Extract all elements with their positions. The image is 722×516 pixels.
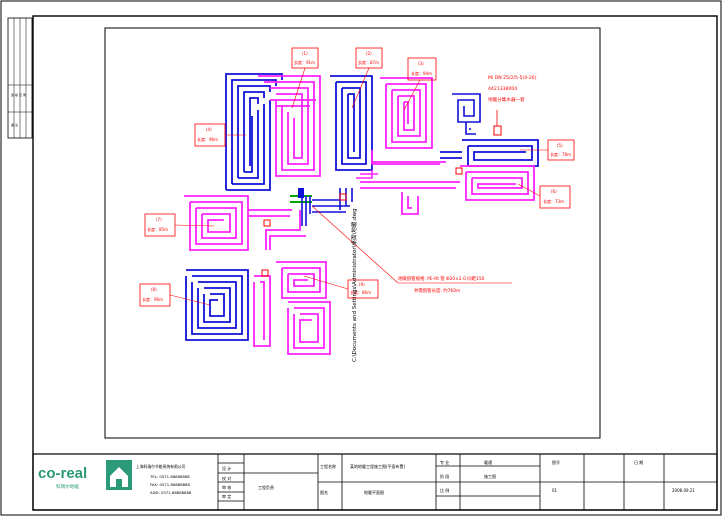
cell-pro: 专 业 bbox=[440, 459, 449, 465]
cell-project-name: 某地地暖工程施工图(平面布置) bbox=[350, 463, 406, 469]
cell-check: 校 对 bbox=[222, 475, 231, 481]
pipe-spec-2: 共需盘管长度: 约760m bbox=[414, 287, 460, 294]
heating-loop-blue-small bbox=[452, 93, 481, 135]
company-name: 上海科瑞尔节能系统有限公司 bbox=[136, 464, 186, 469]
room-5-number: (5) bbox=[557, 143, 563, 148]
manifold-code: 4421338004 bbox=[488, 86, 517, 92]
pipe-spec-notes: 地暖盘管规格: PE-Rt 管 Φ20×2.0 间距150 共需盘管长度: 约7… bbox=[398, 275, 485, 294]
room-6-number: (6) bbox=[551, 189, 557, 194]
room-9-number: (9) bbox=[359, 282, 365, 287]
heating-loop-magenta-g bbox=[184, 195, 292, 251]
company-add: ADD: 0571-88888888 bbox=[150, 490, 192, 495]
room-6-length: 长度：73m bbox=[543, 198, 564, 204]
room-9-length: 长度：86m bbox=[350, 289, 371, 295]
cell-drawing-name: 地暖平面图 bbox=[364, 489, 384, 495]
room-8-number: (8) bbox=[151, 287, 157, 292]
room-labels: (1) 长度：91m (2) 长度：87m (3) 长度：94m (4) 长度：… bbox=[142, 51, 571, 302]
cell-drawing-label: 图名 bbox=[320, 489, 328, 495]
cell-stage-val: 施工图 bbox=[484, 473, 496, 479]
cell-project-label: 工程名称 bbox=[320, 463, 336, 469]
cell-number: 图号 bbox=[552, 459, 560, 465]
room-7-number: (7) bbox=[156, 217, 162, 222]
cell-audit: 审 核 bbox=[222, 484, 231, 490]
cell-number-val: 01 bbox=[552, 488, 558, 493]
room-1-number: (1) bbox=[302, 51, 308, 56]
revision-strip: 改 版 记 录 备 注 bbox=[7, 17, 33, 139]
room-3-number: (3) bbox=[418, 61, 424, 66]
cell-design: 设 计 bbox=[222, 465, 231, 471]
heating-loop-blue-e bbox=[440, 139, 539, 167]
cell-scale: 比 例 bbox=[440, 487, 449, 493]
heating-loop-magenta-b bbox=[258, 75, 321, 177]
remark-strip-label: 备 注 bbox=[11, 122, 18, 127]
room-8-length: 长度：96m bbox=[142, 296, 163, 302]
room-4-number: (4) bbox=[206, 127, 212, 132]
manifold bbox=[261, 110, 502, 277]
room-4-length: 长度：96m bbox=[197, 136, 218, 142]
heating-loop-magenta-d bbox=[371, 77, 446, 165]
cell-date-val: 2008.09.21 bbox=[672, 488, 695, 493]
room-7-length: 长度：85m bbox=[147, 226, 168, 232]
heating-loop-blue-h bbox=[185, 269, 249, 341]
viewport-frame bbox=[104, 27, 601, 439]
manifold-model: Mi DN 25/2/5-5(4-26) bbox=[488, 75, 537, 81]
room-3-length: 长度：94m bbox=[411, 70, 432, 76]
cell-stage: 阶 段 bbox=[440, 473, 449, 479]
room-5-length: 长度：78m bbox=[550, 151, 571, 157]
cell-approve: 审 定 bbox=[222, 493, 231, 499]
revision-strip-label: 改 版 记 录 bbox=[11, 92, 26, 97]
room-leaders bbox=[169, 67, 548, 306]
title-block: co-real 科瑞尔地暖 上海科瑞尔节能系统有限公司 TEL: 0571-88… bbox=[32, 453, 718, 511]
file-path-text: C:\Documents and Settings\Administrator\… bbox=[350, 208, 358, 362]
company-fax: FAX: 0571-88888888 bbox=[150, 482, 190, 487]
cell-staff: 工程负责 bbox=[258, 484, 274, 490]
manifold-notes: Mi DN 25/2/5-5(4-26) 4421338004 地暖分集水器一套 bbox=[488, 75, 537, 103]
brand-logo-text: co-real bbox=[38, 465, 87, 482]
cell-date: 日 期 bbox=[634, 459, 643, 465]
room-1-length: 长度：91m bbox=[294, 59, 315, 65]
room-2-length: 长度：87m bbox=[358, 59, 379, 65]
brand-subtitle: 科瑞尔地暖 bbox=[56, 483, 79, 490]
heating-loop-magenta-f bbox=[360, 165, 535, 215]
pipe-spec-1: 地暖盘管规格: PE-Rt 管 Φ20×2.0 间距150 bbox=[398, 275, 485, 282]
manifold-desc: 地暖分集水器一套 bbox=[488, 96, 525, 103]
room-2-number: (2) bbox=[366, 51, 372, 56]
cell-pro-val: 暖通 bbox=[484, 459, 492, 465]
company-tel: TEL: 0571-88888888 bbox=[149, 474, 190, 479]
heating-loop-blue-a bbox=[225, 73, 283, 191]
